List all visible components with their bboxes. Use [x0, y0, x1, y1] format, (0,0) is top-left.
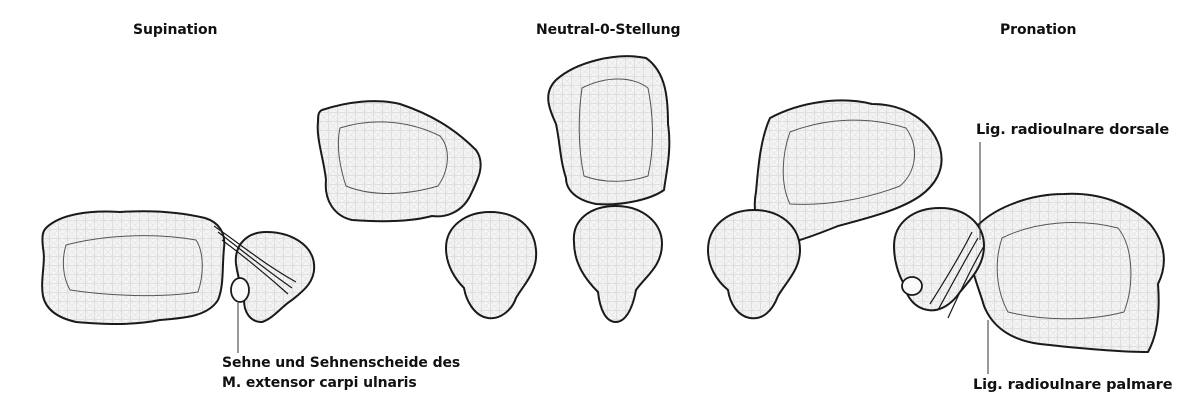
ulna-section-intermediate-left — [446, 212, 536, 318]
annotation-lig-radioulnare-palmare: Lig. radioulnare palmare — [973, 375, 1172, 395]
ulna-section-neutral — [574, 206, 662, 322]
annotation-ecu-tendon-line1: Sehne und Sehnenscheide des — [222, 353, 460, 373]
annotation-lig-radioulnare-dorsale: Lig. radioulnare dorsale — [976, 120, 1169, 140]
ulna-section-supination — [236, 232, 314, 322]
neutral-group — [548, 56, 669, 322]
position-label-pronation: Pronation — [1000, 20, 1076, 40]
ecu-tendon — [231, 278, 249, 302]
radius-section-pronation — [970, 194, 1164, 352]
ulna-section-intermediate-right — [708, 210, 800, 318]
supination-group — [42, 211, 314, 353]
annotation-ecu-tendon-line2: M. extensor carpi ulnaris — [222, 373, 460, 393]
intermediate-left-group — [318, 101, 537, 318]
annotation-ecu-tendon: Sehne und Sehnenscheide des M. extensor … — [222, 353, 460, 393]
position-label-supination: Supination — [133, 20, 217, 40]
radius-section-neutral — [548, 56, 669, 204]
position-label-neutral: Neutral-0-Stellung — [536, 20, 680, 40]
ecu-tendon-pronation — [902, 277, 922, 295]
radius-section-supination — [42, 211, 224, 324]
radius-section-intermediate-left — [318, 101, 481, 221]
